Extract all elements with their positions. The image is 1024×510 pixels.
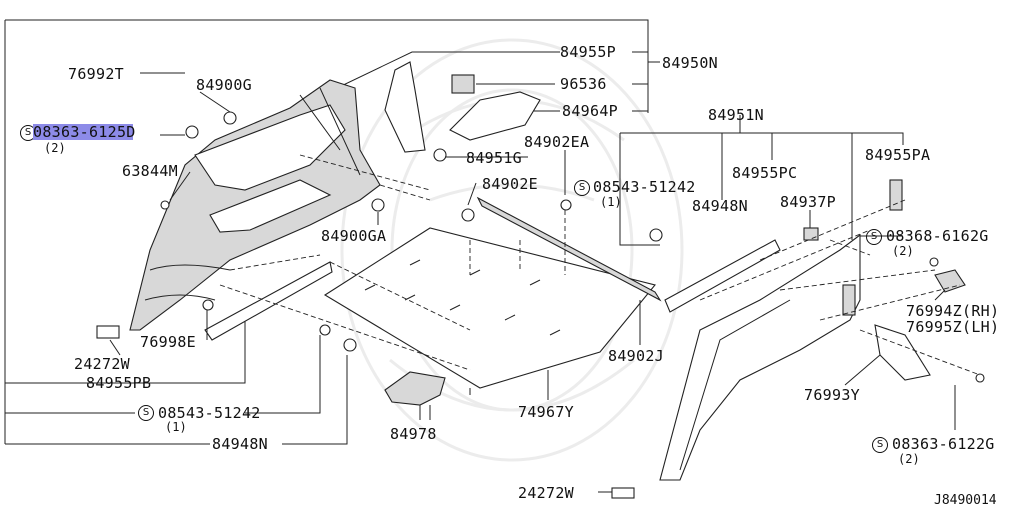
floor-mat <box>323 227 656 389</box>
label-84902E[interactable]: 84902E <box>482 175 538 193</box>
right-side-trim-panel <box>659 233 861 481</box>
label-24272W-left[interactable]: 24272W <box>74 355 130 373</box>
label-84955P[interactable]: 84955P <box>560 43 616 61</box>
label-84902J[interactable]: 84902J <box>608 347 664 365</box>
strip-84955PB <box>204 261 333 341</box>
label-74967Y[interactable]: 74967Y <box>518 403 574 421</box>
leader-lines <box>109 72 956 493</box>
frame-lines <box>4 19 649 445</box>
label-84950N[interactable]: 84950N <box>662 54 718 72</box>
label-76993Y[interactable]: 76993Y <box>804 386 860 404</box>
screw-symbol-icon: S <box>866 229 882 245</box>
label-08363-6125D-highlighted[interactable]: 08363-6125D <box>33 123 136 141</box>
label-84902EA[interactable]: 84902EA <box>524 133 590 151</box>
qty-08543-51242-right: (1) <box>600 195 622 209</box>
label-84948N-right[interactable]: 84948N <box>692 197 748 215</box>
qty-08543-51242-left: (1) <box>165 420 187 434</box>
label-76994Z-RH[interactable]: 76994Z(RH) <box>906 302 1000 320</box>
qty-08368-6162G: (2) <box>892 244 914 258</box>
assembly-dashed-lines <box>219 154 981 376</box>
label-84964P[interactable]: 84964P <box>562 102 618 120</box>
qty-08363-6125D: (2) <box>44 141 66 155</box>
bracket-84950N <box>311 51 660 112</box>
label-84951G[interactable]: 84951G <box>466 149 522 167</box>
label-84951N[interactable]: 84951N <box>708 106 764 124</box>
upper-trim-pieces <box>384 61 541 153</box>
strip-84955PC <box>664 239 781 313</box>
label-96536[interactable]: 96536 <box>560 75 607 93</box>
label-84978[interactable]: 84978 <box>390 425 437 443</box>
label-84948N-left[interactable]: 84948N <box>212 435 268 453</box>
left-side-trim-panel <box>129 79 381 331</box>
bracket-84978 <box>384 371 446 420</box>
screw-symbol-icon: S <box>872 437 888 453</box>
diagram-code: J8490014 <box>934 493 997 508</box>
qty-08363-6122G: (2) <box>898 452 920 466</box>
right-small-parts <box>96 179 966 499</box>
label-76995Z-LH[interactable]: 76995Z(LH) <box>906 318 1000 336</box>
label-08368-6162G[interactable]: 08368-6162G <box>886 227 989 245</box>
label-84955PB[interactable]: 84955PB <box>86 374 152 392</box>
screw-symbol-icon: S <box>574 180 590 196</box>
screw-symbol-icon: S <box>138 405 154 421</box>
label-84900G[interactable]: 84900G <box>196 76 252 94</box>
label-08543-51242-right[interactable]: 08543-51242 <box>593 178 696 196</box>
label-63844M[interactable]: 63844M <box>122 162 178 180</box>
label-76992T[interactable]: 76992T <box>68 65 124 83</box>
label-24272W-right[interactable]: 24272W <box>518 484 574 502</box>
rail-84902J <box>476 196 662 302</box>
label-08363-6122G[interactable]: 08363-6122G <box>892 435 995 453</box>
label-84955PA[interactable]: 84955PA <box>865 146 931 164</box>
label-84937P[interactable]: 84937P <box>780 193 836 211</box>
fasteners <box>160 111 985 383</box>
label-84955PC[interactable]: 84955PC <box>732 164 798 182</box>
label-76998E[interactable]: 76998E <box>140 333 196 351</box>
label-84900GA[interactable]: 84900GA <box>321 227 387 245</box>
label-08543-51242-left[interactable]: 08543-51242 <box>158 404 261 422</box>
